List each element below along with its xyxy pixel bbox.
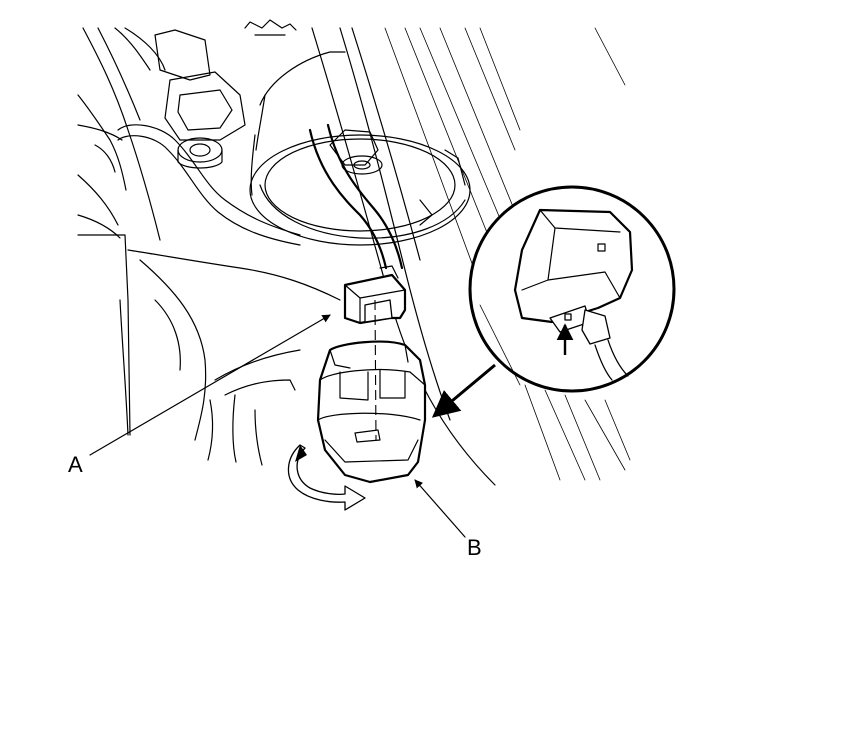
inset-pointer-arrow-icon xyxy=(431,363,496,418)
bulb-socket-b xyxy=(316,340,427,484)
alignment-axis xyxy=(374,299,377,441)
connector-a xyxy=(343,265,407,325)
callout-a-label: A xyxy=(68,452,83,477)
callout-b: B xyxy=(414,479,482,560)
headlight-housing xyxy=(249,51,471,246)
callout-a: A xyxy=(68,314,331,477)
inset-detail xyxy=(468,185,676,393)
rotation-arrow-icon xyxy=(287,444,366,511)
wire-harness xyxy=(308,123,404,270)
callout-b-label: B xyxy=(467,535,482,560)
